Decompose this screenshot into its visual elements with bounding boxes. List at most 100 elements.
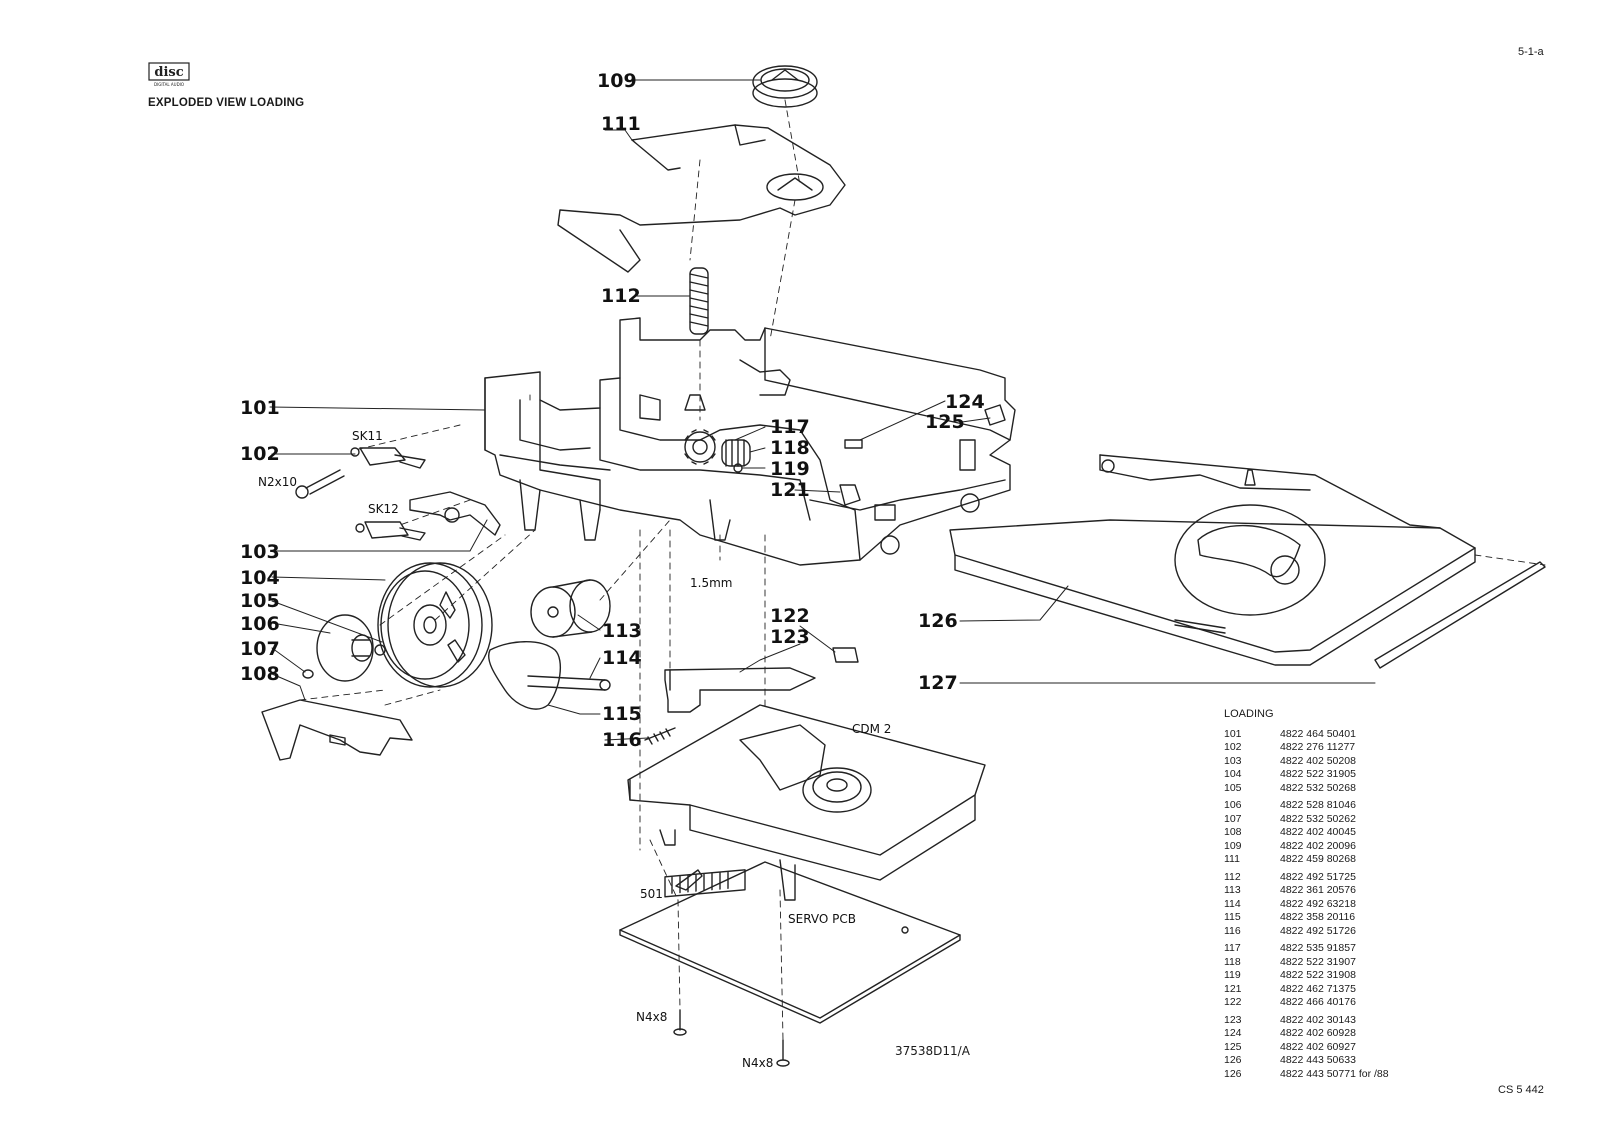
part-123-lever: [664, 667, 816, 713]
part-501-clip: [675, 869, 703, 891]
part-number: 125: [1224, 1040, 1242, 1053]
callout-119: 119: [770, 458, 810, 480]
parts-list-title: LOADING: [1224, 708, 1274, 720]
part-111-bracket: [557, 124, 846, 273]
screw-n4x8-bottom: [776, 1039, 790, 1067]
part-code: 4822 522 31907: [1280, 955, 1356, 968]
callout-127: 127: [918, 672, 958, 694]
part-124-clip: [844, 439, 863, 449]
part-number: 113: [1224, 884, 1241, 896]
label-servo-pcb: SERVO PCB: [788, 912, 856, 926]
part-113-motor: [530, 579, 611, 638]
callout-123: 123: [770, 626, 810, 648]
part-code: 4822 402 50208: [1280, 754, 1356, 767]
callout-109: 109: [597, 70, 637, 92]
part-number: 109: [1224, 839, 1242, 852]
part-number: 115: [1224, 911, 1241, 923]
label-1-5mm: 1.5mm: [690, 576, 732, 590]
parts-list-row: 113 4822 361 20576: [1224, 884, 1389, 898]
page-number: 5-1-a: [1518, 46, 1544, 58]
label-n4x8-bottom: N4x8: [742, 1056, 773, 1070]
label-n2x10: N2x10: [258, 475, 297, 489]
part-122-block: [832, 647, 859, 663]
assembly-lines: [299, 99, 1546, 1041]
part-104-gear-wheel: [377, 562, 493, 688]
callout-labels: 109 111 112 101 102 103 104 105 106 107 …: [240, 70, 985, 901]
svg-text:disc: disc: [154, 65, 183, 80]
callout-107: 107: [240, 638, 280, 660]
label-cdm2: CDM 2: [852, 722, 891, 736]
part-code: 4822 532 50268: [1280, 781, 1356, 794]
callout-122: 122: [770, 605, 810, 627]
svg-text:DIGITAL AUDIO: DIGITAL AUDIO: [154, 82, 184, 87]
callout-121: 121: [770, 479, 810, 501]
part-code: 4822 361 20576: [1280, 884, 1356, 896]
part-105-washer: [374, 644, 386, 656]
part-number: 121: [1224, 982, 1242, 995]
part-number: 114: [1224, 897, 1241, 910]
part-number: 122: [1224, 996, 1242, 1008]
part-127-strip: [1374, 561, 1546, 669]
part-118-gear: [721, 439, 751, 467]
callout-112: 112: [601, 285, 641, 307]
part-number: 126: [1224, 1054, 1242, 1066]
part-code: 4822 522 31905: [1280, 768, 1356, 780]
parts-list-row: 117 4822 535 91857: [1224, 942, 1389, 956]
part-number: 112: [1224, 870, 1241, 883]
part-code: 4822 276 11277: [1280, 741, 1356, 753]
part-number: 106: [1224, 799, 1242, 811]
callout-106: 106: [240, 613, 280, 635]
label-sk12: SK12: [368, 502, 399, 516]
callout-126: 126: [918, 610, 958, 632]
callout-102: 102: [240, 443, 280, 465]
label-sk11: SK11: [352, 429, 383, 443]
part-code: 4822 535 91857: [1280, 942, 1356, 954]
part-number: 117: [1224, 942, 1241, 954]
part-107-ring: [302, 669, 314, 679]
part-number: 101: [1224, 727, 1242, 740]
part-number: 102: [1224, 741, 1242, 753]
part-code: 4822 402 20096: [1280, 839, 1356, 852]
parts-list-row: 118 4822 522 31907: [1224, 956, 1389, 970]
part-code: 4822 528 81046: [1280, 799, 1356, 811]
part-number: 108: [1224, 826, 1242, 838]
part-code: 4822 402 60927: [1280, 1040, 1356, 1053]
part-number: 118: [1224, 955, 1241, 968]
part-code: 4822 522 31908: [1280, 969, 1356, 981]
parts-list-row: 109 4822 402 20096: [1224, 840, 1389, 854]
part-109-clamp: [752, 65, 818, 108]
callout-101: 101: [240, 397, 280, 419]
cdm2-mechanism: [627, 704, 986, 901]
callout-113: 113: [602, 620, 642, 642]
part-112-spring: [689, 267, 709, 335]
part-108-bracket: [261, 699, 413, 761]
part-117-gear: [684, 429, 716, 465]
drawing-number: 37538D11/A: [895, 1044, 970, 1058]
footer-code: CS 5 442: [1498, 1084, 1544, 1096]
part-115-belt: [488, 641, 562, 710]
callout-117: 117: [770, 416, 810, 438]
callout-124: 124: [945, 391, 985, 413]
callout-115: 115: [602, 703, 642, 725]
part-code: 4822 464 50401: [1280, 727, 1356, 740]
part-103-lever: [409, 491, 501, 536]
parts-list-row: 125 4822 402 60927: [1224, 1041, 1389, 1055]
part-106-pulley: [316, 614, 374, 682]
part-code: 4822 402 60928: [1280, 1027, 1356, 1039]
part-code: 4822 492 51726: [1280, 924, 1356, 937]
callout-501: 501: [640, 887, 663, 901]
